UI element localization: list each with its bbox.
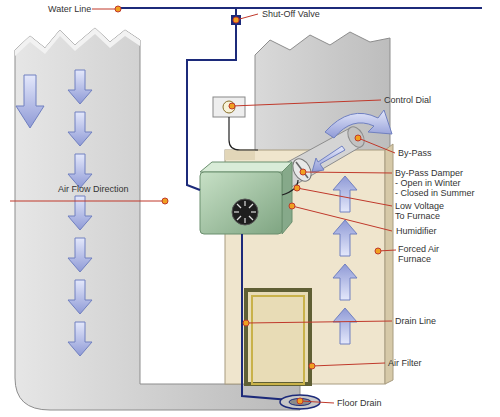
- control-dial-part: [223, 101, 235, 113]
- callout-label: By-Pass Damper: [395, 168, 463, 178]
- floor-drain-part: [289, 399, 311, 406]
- leader-dots-part: [294, 185, 300, 191]
- furnace-airflow-arrows-part: [333, 264, 357, 300]
- furnace-cabinet-part: [225, 150, 255, 160]
- control-dial: [213, 97, 245, 117]
- air-filter-part: [252, 296, 304, 384]
- air-filter-part: [246, 290, 310, 384]
- leader-lines-part: [358, 138, 395, 153]
- humidifier-grille-part: [249, 204, 253, 208]
- callout-label: - Closed in Summer: [395, 188, 475, 198]
- leader-dots-part: [297, 398, 303, 404]
- leader-lines-part: [232, 100, 381, 106]
- leader-lines-part: [92, 9, 118, 10]
- furnace-airflow-arrows-part: [333, 176, 357, 212]
- water-piping-part: [118, 7, 482, 9]
- leader-lines-part: [303, 172, 392, 173]
- leader-dots-part: [289, 203, 295, 209]
- leader-lines-part: [10, 201, 165, 202]
- leader-dots-part: [115, 6, 121, 12]
- airflow-arrows-part: [68, 238, 92, 272]
- leader-lines-part: [312, 363, 385, 366]
- leader-dots-part: [229, 103, 235, 109]
- leader-lines: [10, 9, 396, 403]
- leader-dots-part: [233, 17, 239, 23]
- leader-dots-part: [309, 363, 315, 369]
- humidifier-unit-part: [200, 162, 292, 172]
- callout-label: Water Line: [48, 4, 91, 14]
- supply-plenum: [255, 32, 390, 160]
- airflow-arrows: [16, 70, 92, 356]
- water-piping-part: [232, 16, 240, 24]
- leader-dots: [115, 6, 381, 404]
- furnace-airflow-arrows: [333, 176, 357, 344]
- water-piping: [118, 8, 482, 190]
- airflow-arrows-part: [68, 112, 92, 146]
- furnace-airflow-arrows-part: [333, 308, 357, 344]
- humidifier-unit: [200, 162, 292, 234]
- leader-dots-part: [355, 135, 361, 141]
- airflow-arrows-part: [68, 70, 92, 104]
- callout-label: Air Flow Direction: [58, 184, 129, 194]
- leader-lines-part: [246, 321, 392, 323]
- callout-label: Forced Air Furnace: [398, 244, 453, 264]
- control-dial-part: [213, 97, 245, 117]
- air-filter: [246, 290, 310, 384]
- humidifier-grille-part: [234, 211, 239, 212]
- bypass-arrows-part: [312, 146, 345, 172]
- airflow-arrows-part: [68, 154, 92, 188]
- leader-dots-part: [243, 320, 249, 326]
- leader-lines-part: [292, 206, 392, 231]
- low-voltage-wire: [229, 117, 298, 195]
- bypass-duct-part: [289, 156, 315, 185]
- water-piping-part: [187, 24, 236, 190]
- callout-label: Drain Line: [395, 316, 436, 326]
- supply-plenum-part: [255, 32, 390, 160]
- humidifier-unit-part: [282, 162, 292, 234]
- furnace-cabinet-part: [385, 144, 393, 384]
- humidifier-grille-part: [237, 204, 241, 208]
- leader-lines-part: [297, 188, 392, 206]
- airflow-arrows-part: [68, 322, 92, 356]
- drain-line: [242, 234, 290, 400]
- callout-label: Low Voltage To Furnace: [395, 201, 453, 221]
- humidifier-grille-part: [244, 218, 245, 223]
- callout-label: Humidifier: [396, 226, 437, 236]
- humidifier-grille-part: [249, 216, 253, 220]
- callout-label: Floor Drain: [337, 398, 382, 408]
- bypass-arrows: [312, 110, 392, 172]
- leader-lines-part: [300, 401, 334, 403]
- low-voltage-wire-part: [229, 117, 258, 150]
- callout-label: Shut-Off Valve: [262, 9, 320, 19]
- humidifier-grille: [234, 201, 256, 223]
- humidifier-grille-part: [251, 211, 256, 212]
- bypass-duct-part: [296, 162, 308, 178]
- callout-label: - Open in Winter: [395, 178, 461, 188]
- callout-label: By-Pass: [398, 148, 432, 158]
- return-duct-part: [15, 28, 140, 56]
- bypass-arrows-part: [325, 110, 392, 138]
- humidifier-grille-part: [244, 201, 245, 206]
- humidifier-grille-part: [237, 216, 241, 220]
- drain-line-part: [242, 234, 290, 400]
- airflow-arrows-part: [16, 75, 44, 128]
- callout-label: Control Dial: [384, 95, 431, 105]
- leader-dots-part: [375, 248, 381, 254]
- humidifier-unit-part: [232, 199, 258, 225]
- airflow-arrows-part: [68, 280, 92, 314]
- water-piping-part: [235, 8, 237, 16]
- leader-dots-part: [300, 169, 306, 175]
- leader-dots-part: [162, 198, 168, 204]
- callout-label: Air Filter: [388, 358, 422, 368]
- bypass-duct-part: [344, 124, 367, 150]
- humidifier-unit-part: [200, 172, 282, 234]
- furnace-airflow-arrows-part: [333, 220, 357, 256]
